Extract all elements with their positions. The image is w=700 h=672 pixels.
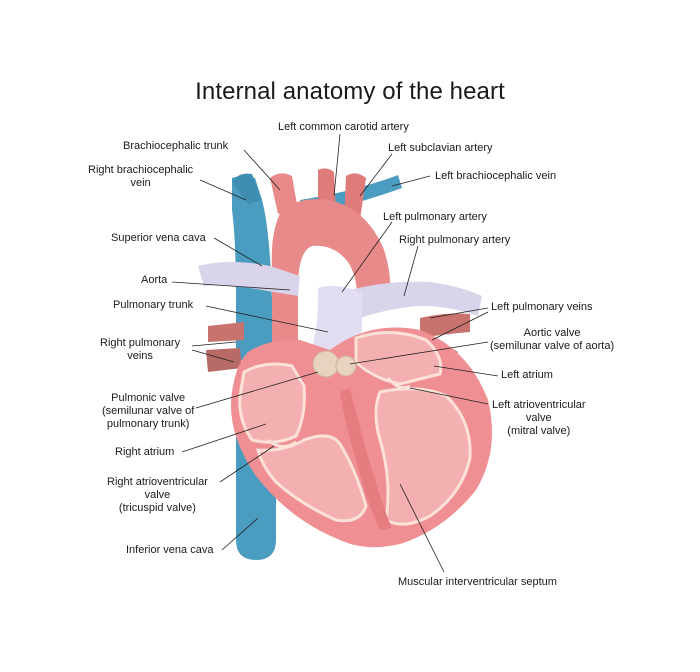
label-aortic-valve: Aortic valve (semilunar valve of aorta) bbox=[490, 327, 615, 352]
label-muscular-septum: Muscular interventricular septum bbox=[398, 576, 557, 588]
left-pulmonary-vein-upper bbox=[420, 313, 470, 338]
brachiocephalic-trunk-vessel bbox=[270, 173, 298, 214]
right-atrium-chamber bbox=[238, 362, 306, 444]
right-pulmonary-vein-upper bbox=[208, 322, 244, 342]
label-left-common-carotid: Left common carotid artery bbox=[278, 121, 409, 133]
label-right-brachiocephalic-vein: Right brachiocephalic vein bbox=[88, 164, 194, 189]
left-ventricle-chamber bbox=[374, 387, 472, 526]
label-left-subclavian: Left subclavian artery bbox=[388, 142, 493, 154]
interventricular-septum bbox=[340, 388, 392, 530]
leader-lines bbox=[171, 133, 499, 573]
label-left-av-valve: Left atrioventricular valve (mitral valv… bbox=[492, 399, 586, 437]
label-left-pulmonary-artery: Left pulmonary artery bbox=[383, 211, 487, 223]
aortic-valve-shape bbox=[335, 355, 357, 377]
label-right-atrium: Right atrium bbox=[115, 446, 175, 458]
label-right-av-valve: Right atrioventricular valve (tricuspid … bbox=[107, 476, 208, 514]
tricuspid-valve-shape bbox=[267, 438, 297, 448]
right-pulmonary-artery-vessel bbox=[198, 262, 300, 296]
label-left-brachiocephalic-vein: Left brachiocephalic vein bbox=[435, 170, 557, 182]
left-pulmonary-artery-vessel bbox=[350, 281, 482, 318]
label-aorta: Aorta bbox=[141, 274, 168, 286]
label-right-pulmonary-veins: Right pulmonary veins bbox=[100, 337, 181, 362]
label-inferior-vena-cava: Inferior vena cava bbox=[126, 544, 214, 556]
label-left-atrium: Left atrium bbox=[501, 369, 553, 381]
pulmonic-valve-shape bbox=[312, 350, 340, 378]
right-brachiocephalic-vein bbox=[232, 173, 262, 204]
aortic-arch bbox=[271, 199, 391, 360]
label-pulmonic-valve: Pulmonic valve (semilunar valve of pulmo… bbox=[102, 392, 195, 430]
label-superior-vena-cava: Superior vena cava bbox=[111, 232, 206, 244]
label-left-pulmonary-veins: Left pulmonary veins bbox=[491, 301, 593, 313]
label-brachiocephalic-trunk: Brachiocephalic trunk bbox=[123, 140, 229, 152]
diagram-title: Internal anatomy of the heart bbox=[195, 78, 505, 105]
label-right-pulmonary-artery: Right pulmonary artery bbox=[399, 234, 511, 246]
left-atrium-chamber bbox=[354, 330, 443, 386]
mitral-valve-shape bbox=[386, 377, 411, 390]
label-pulmonary-trunk: Pulmonary trunk bbox=[113, 299, 194, 311]
right-pulmonary-vein-lower bbox=[206, 348, 242, 372]
right-ventricle-chamber bbox=[256, 434, 368, 523]
